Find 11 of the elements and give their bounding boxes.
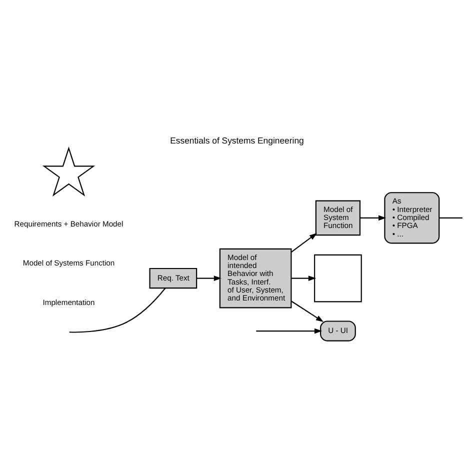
connector	[439, 216, 462, 218]
arrow	[291, 300, 324, 322]
connector	[69, 287, 166, 332]
arrow	[360, 214, 386, 220]
arrow	[291, 275, 316, 280]
arrow	[290, 232, 318, 252]
node-star	[42, 146, 96, 196]
arrow	[256, 328, 322, 334]
diagram-title: Essentials of Systems Engineering	[170, 134, 304, 145]
arrow	[196, 275, 222, 280]
node-box	[314, 254, 362, 302]
